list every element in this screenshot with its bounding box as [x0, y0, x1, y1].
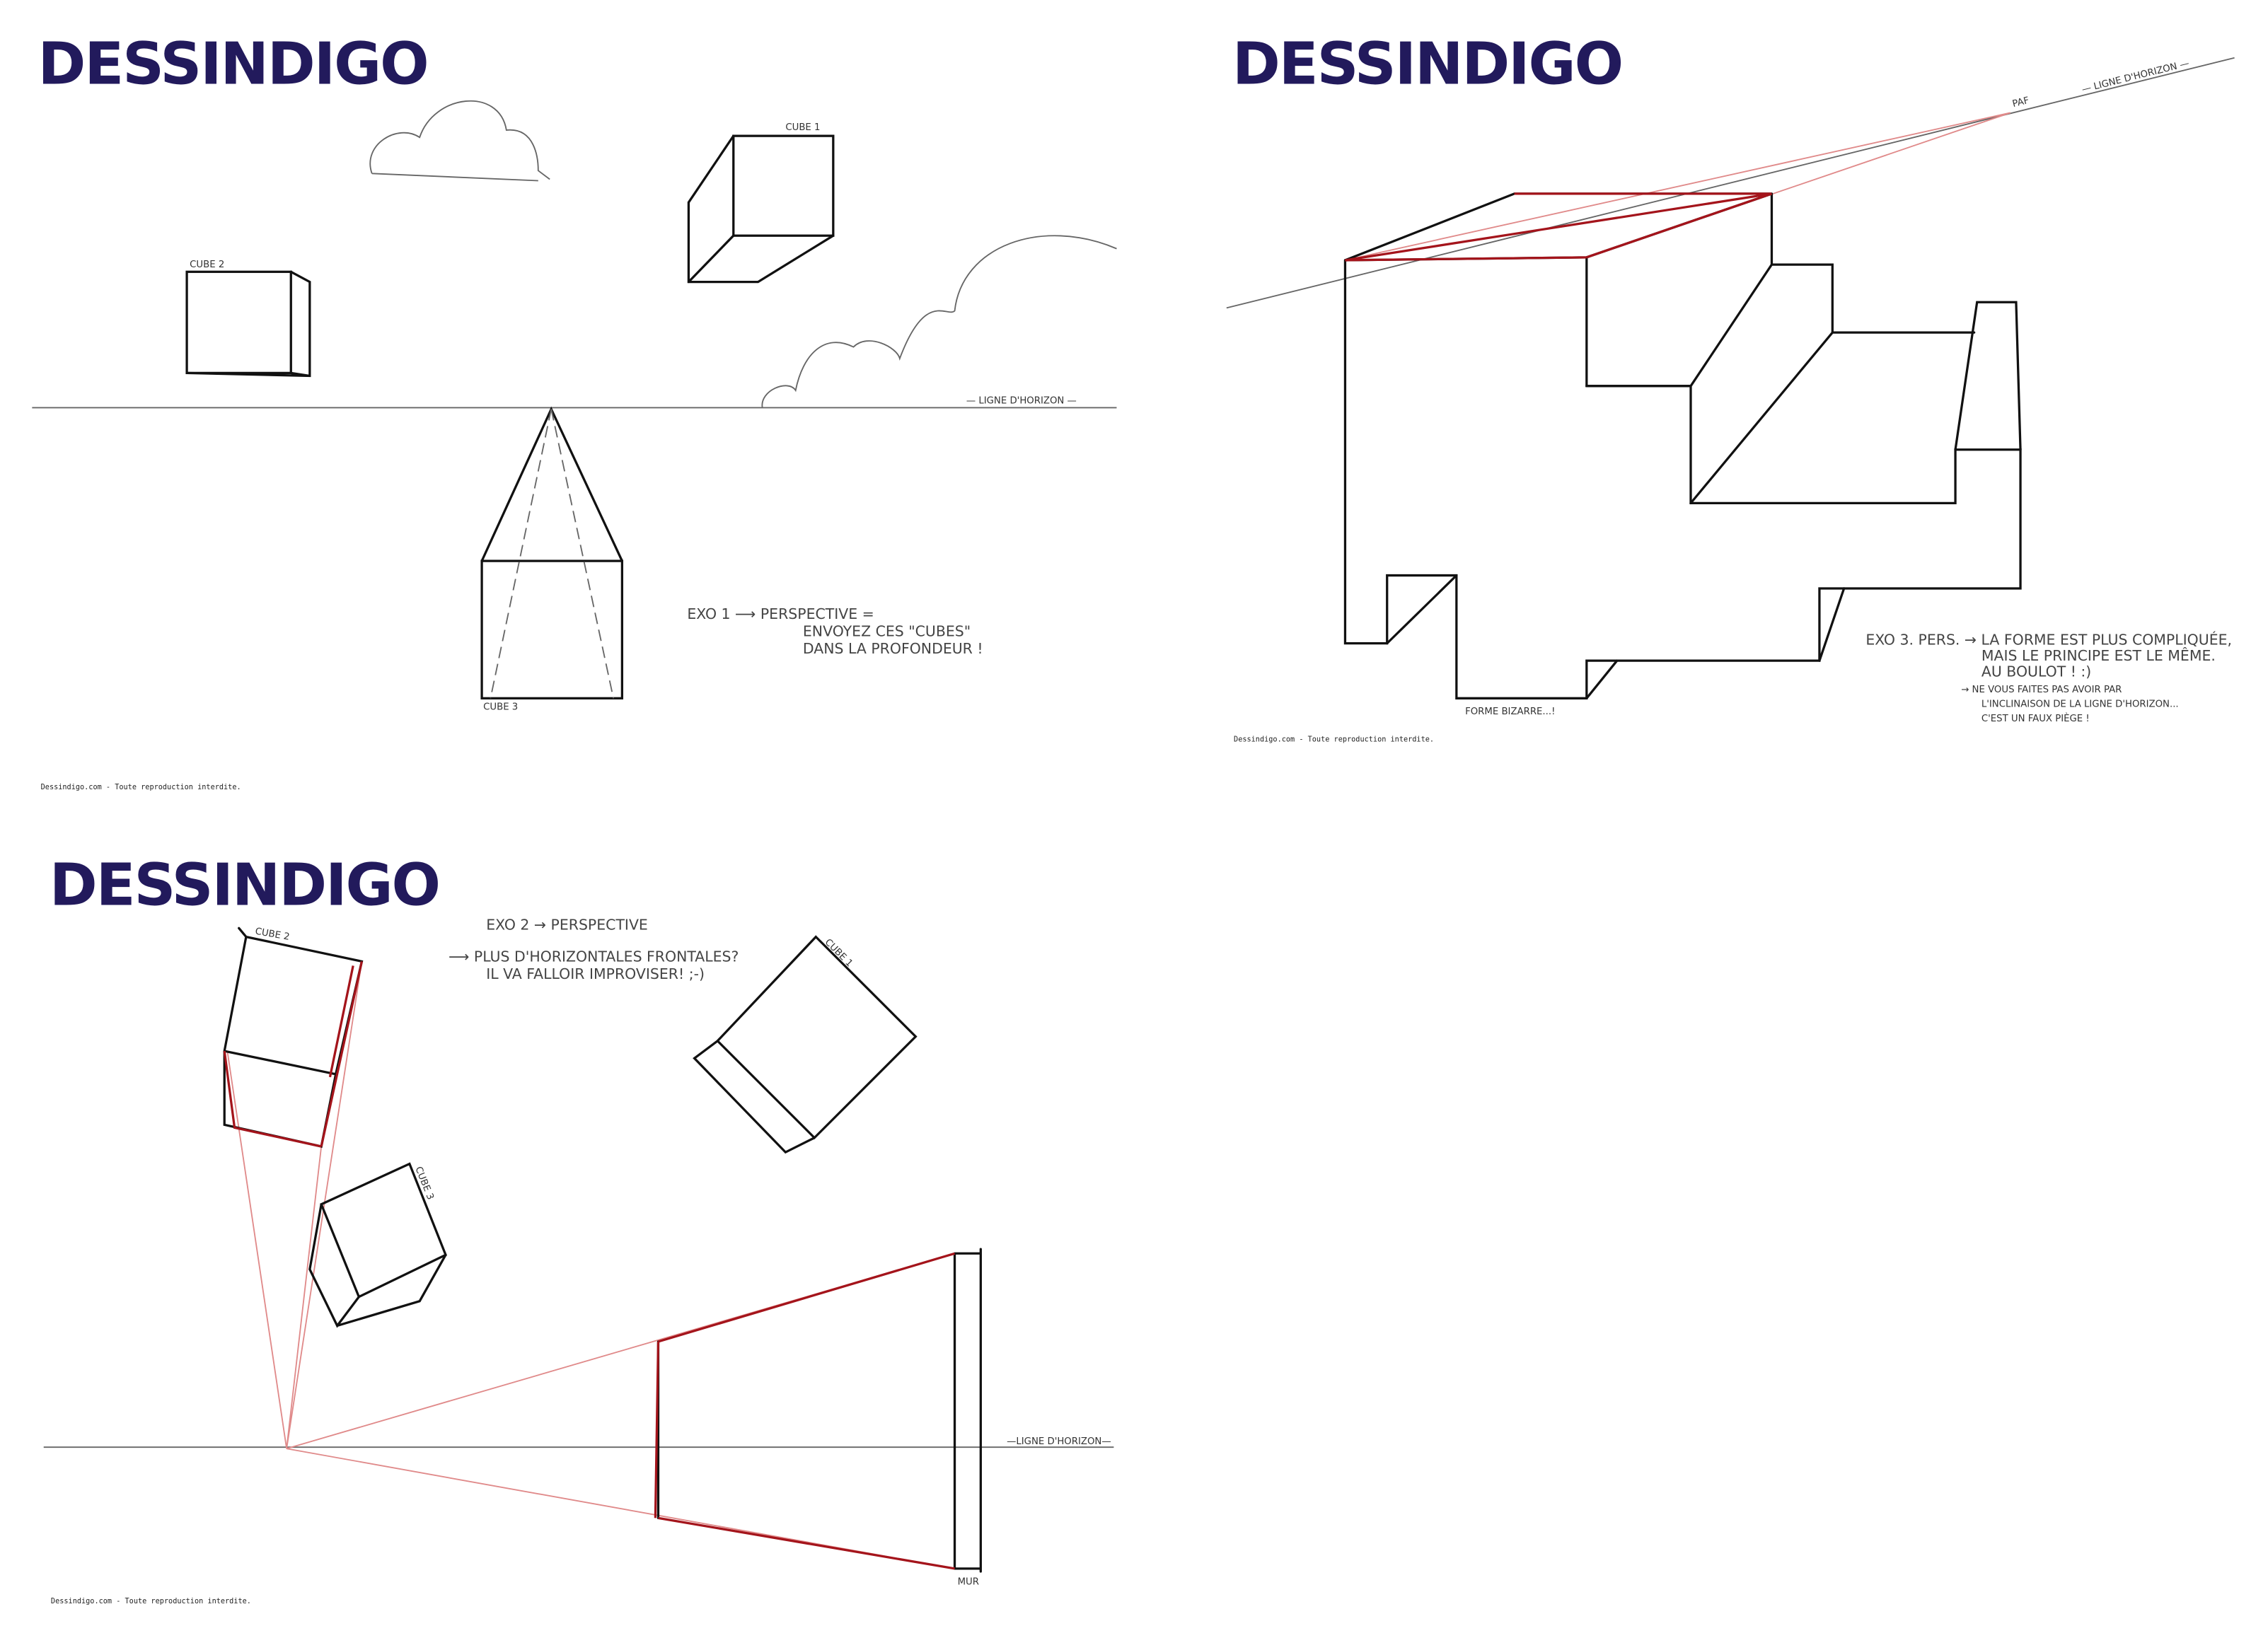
cube-1: CUBE 1	[687, 122, 835, 284]
note-line: ENVOYEZ CES "CUBES"	[803, 622, 971, 639]
exo3-note: EXO 3. PERS. → LA FORME EST PLUS COMPLIQ…	[1865, 631, 2232, 724]
horizon-label: —LIGNE D'HORIZON—	[1007, 1436, 1111, 1447]
cube-1: CUBE 1	[693, 935, 918, 1154]
cube-2-label: CUBE 2	[190, 260, 224, 270]
footer-copyright: Dessindigo.com - Toute reproduction inte…	[41, 784, 241, 791]
note-line: IL VA FALLOIR IMPROVISER! ;-)	[486, 965, 705, 982]
cube-3-label: CUBE 3	[483, 702, 518, 713]
note-line: C'EST UN FAUX PIÈGE !	[1981, 711, 2090, 724]
brand-logo: DESSINDIGO	[38, 31, 428, 98]
wall-label: MUR	[958, 1576, 979, 1587]
shape-label: FORME BIZARRE...!	[1465, 707, 1555, 717]
footer-copyright: Dessindigo.com - Toute reproduction inte…	[51, 1598, 251, 1605]
cloud-2	[761, 235, 1117, 408]
note-line: EXO 2 → PERSPECTIVE	[486, 916, 648, 933]
note-line: DANS LA PROFONDEUR !	[803, 640, 983, 657]
cloud-1	[369, 100, 550, 182]
footer-copyright: Dessindigo.com - Toute reproduction inte…	[1234, 736, 1434, 744]
note-line: ⟶ PLUS D'HORIZONTALES FRONTALES?	[449, 948, 739, 965]
exo1-note: EXO 1 ⟶ PERSPECTIVE = ENVOYEZ CES "CUBES…	[687, 605, 983, 657]
note-line: EXO 1 ⟶ PERSPECTIVE =	[687, 605, 874, 622]
cube-3: CUBE 3	[308, 1162, 448, 1328]
note-line: L'INCLINAISON DE LA LIGNE D'HORIZON...	[1981, 699, 2179, 710]
note-line: AU BOULOT ! :)	[1981, 663, 2091, 680]
vanishing-lines	[226, 961, 955, 1569]
panel-exo2: DESSINDIGO —LIGNE D'HORIZON— CUBE 2 CUBE…	[43, 852, 1114, 1605]
horizon-label: — LIGNE D'HORIZON —	[2081, 58, 2190, 95]
cube-1-label: CUBE 1	[785, 122, 820, 133]
horizon-line	[1226, 57, 2235, 309]
note-line: MAIS LE PRINCIPE EST LE MÊME.	[1981, 646, 2216, 664]
panel-exo3: DESSINDIGO — LIGNE D'HORIZON — PAF FORME…	[1226, 31, 2235, 744]
cube-2: CUBE 2	[185, 260, 311, 378]
vanishing-lines	[1345, 112, 2011, 261]
note-line: → NE VOUS FAITES PAS AVOIR PAR	[1961, 685, 2122, 695]
exo2-note: EXO 2 → PERSPECTIVE ⟶ PLUS D'HORIZONTALE…	[449, 916, 739, 982]
brand-logo: DESSINDIGO	[1232, 31, 1622, 98]
panel-exo1: DESSINDIGO — LIGNE D'HORIZON — CUBE 2 CU…	[32, 31, 1117, 791]
cube-2: CUBE 2	[223, 927, 364, 1148]
cube-1-label: CUBE 1	[823, 937, 855, 969]
wall: MUR	[654, 1248, 982, 1587]
bizarre-shape: FORME BIZARRE...!	[1343, 192, 2022, 717]
cube-3-pyramid: CUBE 3	[480, 406, 624, 713]
horizon-label: — LIGNE D'HORIZON —	[966, 395, 1077, 406]
brand-logo: DESSINDIGO	[50, 852, 439, 919]
vanishing-point-label: PAF	[2011, 95, 2030, 110]
note-line: EXO 3. PERS. → LA FORME EST PLUS COMPLIQ…	[1865, 631, 2232, 649]
